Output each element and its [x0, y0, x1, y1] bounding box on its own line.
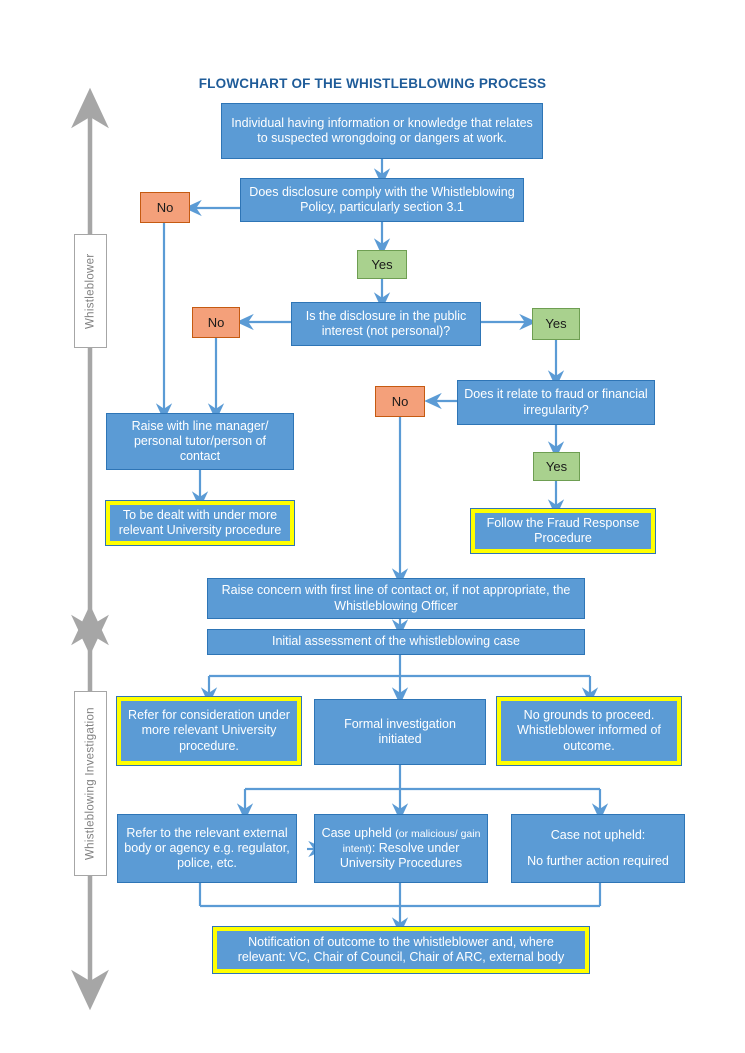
lane-label-whistleblowing-investigation-text: Whistleblowing Investigation [84, 707, 97, 860]
node-case-not-upheld: Case not upheld: No further action requi… [511, 814, 685, 883]
node-notification-of-outcome: Notification of outcome to the whistlebl… [212, 926, 590, 974]
node-refer-for-consideration: Refer for consideration under more relev… [116, 696, 302, 766]
case-upheld-text: Case upheld (or malicious/ gain intent):… [321, 826, 481, 872]
node-raise-line-manager: Raise with line manager/ personal tutor/… [106, 413, 294, 470]
node-yes-policy-compliance: Yes [357, 250, 407, 279]
case-upheld-qualifier: (or malicious/ gain intent) [342, 827, 481, 855]
case-upheld-main: Case upheld [321, 825, 396, 840]
node-decision-public-interest: Is the disclosure in the public interest… [291, 302, 481, 346]
node-dealt-with-university-procedure: To be dealt with under more relevant Uni… [105, 500, 295, 546]
lane-label-whistleblower: Whistleblower [74, 234, 107, 348]
node-decision-policy-compliance: Does disclosure comply with the Whistleb… [240, 178, 524, 222]
node-no-public-interest: No [192, 307, 240, 338]
lane-label-whistleblower-text: Whistleblower [84, 253, 97, 329]
node-formal-investigation: Formal investigation initiated [314, 699, 486, 765]
node-raise-concern: Raise concern with first line of contact… [207, 578, 585, 619]
case-not-upheld-title: Case not upheld: [550, 828, 646, 843]
node-decision-fraud: Does it relate to fraud or financial irr… [457, 380, 655, 425]
page-title: FLOWCHART OF THE WHISTLEBLOWING PROCESS [198, 76, 547, 91]
node-no-grounds-to-proceed: No grounds to proceed. Whistleblower inf… [496, 696, 682, 766]
node-initial-assessment: Initial assessment of the whistleblowing… [207, 629, 585, 655]
lane-label-whistleblowing-investigation: Whistleblowing Investigation [74, 691, 107, 876]
node-refer-external-body: Refer to the relevant external body or a… [117, 814, 297, 883]
node-yes-public-interest: Yes [532, 308, 580, 340]
node-yes-fraud: Yes [533, 452, 580, 481]
case-upheld-rest: : Resolve under University Procedures [339, 840, 463, 871]
case-not-upheld-detail: No further action required [527, 853, 669, 868]
node-case-upheld: Case upheld (or malicious/ gain intent):… [314, 814, 488, 883]
node-no-policy-compliance: No [140, 192, 190, 223]
node-no-fraud: No [375, 386, 425, 417]
node-start: Individual having information or knowled… [221, 103, 543, 159]
node-fraud-response-procedure: Follow the Fraud Response Procedure [470, 508, 656, 554]
